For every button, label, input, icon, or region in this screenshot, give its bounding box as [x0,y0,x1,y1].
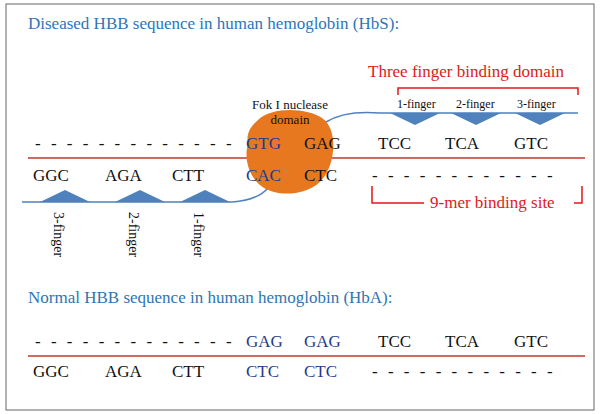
codon-label: TCA [445,134,479,154]
codon-label: AGA [105,166,142,186]
site-bracket [372,186,424,203]
finger-label: 3-finger [50,212,66,257]
finger-triangle [40,190,90,202]
site-bracket [574,186,582,203]
codon-label: CTC [246,362,279,382]
section-heading: Diseased HBB sequence in human hemoglobi… [28,14,399,34]
codon-label: GGC [33,362,69,382]
strand-dashes: - - - - - - - - - - - - - [35,332,235,352]
linker-line [22,188,268,202]
annotation-label: 9-mer binding site [430,193,555,213]
codon-label: GTG [246,134,281,154]
frame-border [6,4,594,410]
codon-label: GAG [246,332,283,352]
finger-label: 3-finger [517,98,556,112]
finger-triangle [451,113,501,125]
finger-label: 1-finger [397,98,436,112]
strand-line [28,355,585,357]
codon-label: CTT [172,362,204,382]
codon-label: AGA [105,362,142,382]
finger-label: 2-finger [456,98,495,112]
strand-dashes: - - - - - - - - - - - - [372,362,556,382]
strand-dashes: - - - - - - - - - - - - - [35,134,235,154]
finger-triangle [390,113,440,125]
finger-label: 1-finger [190,212,206,257]
codon-label: CTC [304,362,337,382]
finger-triangle [180,190,230,202]
codon-label: GAG [304,332,341,352]
codon-label: GAG [304,134,341,154]
codon-label: TCC [378,134,411,154]
finger-label: 2-finger [125,212,141,257]
codon-label: CAC [246,166,281,186]
annotation-label: Three finger binding domain [368,62,564,82]
domain-bracket [398,88,578,95]
strand-dashes: - - - - - - - - - - - - [372,166,556,186]
codon-label: TCC [378,332,411,352]
finger-triangle [115,190,165,202]
codon-label: GTC [514,134,548,154]
section-heading: Normal HBB sequence in human hemoglobin … [28,288,393,308]
node-label: Fok I nuclease domain [240,98,340,128]
codon-label: CTT [172,166,204,186]
finger-triangle [515,113,565,125]
codon-label: GTC [514,332,548,352]
codon-label: GGC [33,166,69,186]
codon-label: TCA [445,332,479,352]
codon-label: CTC [304,166,337,186]
